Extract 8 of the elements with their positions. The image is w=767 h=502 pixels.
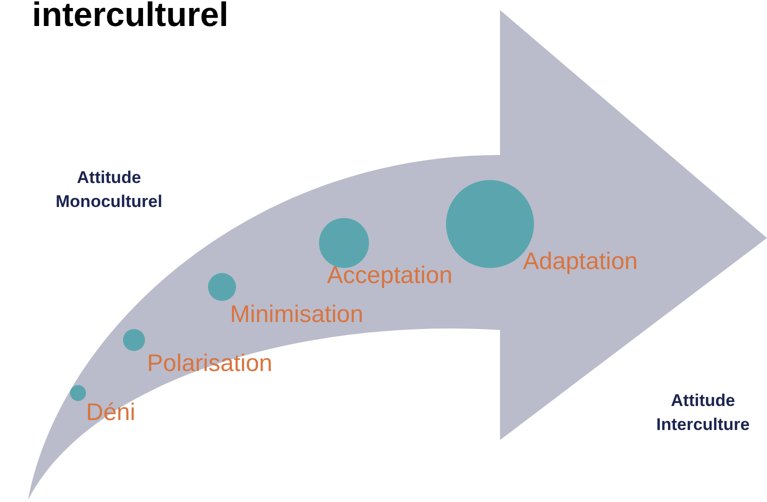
attitude-label: Attitude Interculture [655,390,751,436]
stage-label: Minimisation [230,301,364,329]
title: interculturel [32,0,228,35]
attitude-label: Attitude Monoculturel [54,167,164,213]
stage-label: Polarisation [147,350,272,378]
stage-label: Déni [86,399,136,427]
stage-label: Adaptation [523,248,638,276]
stage-label: Acceptation [327,262,452,290]
